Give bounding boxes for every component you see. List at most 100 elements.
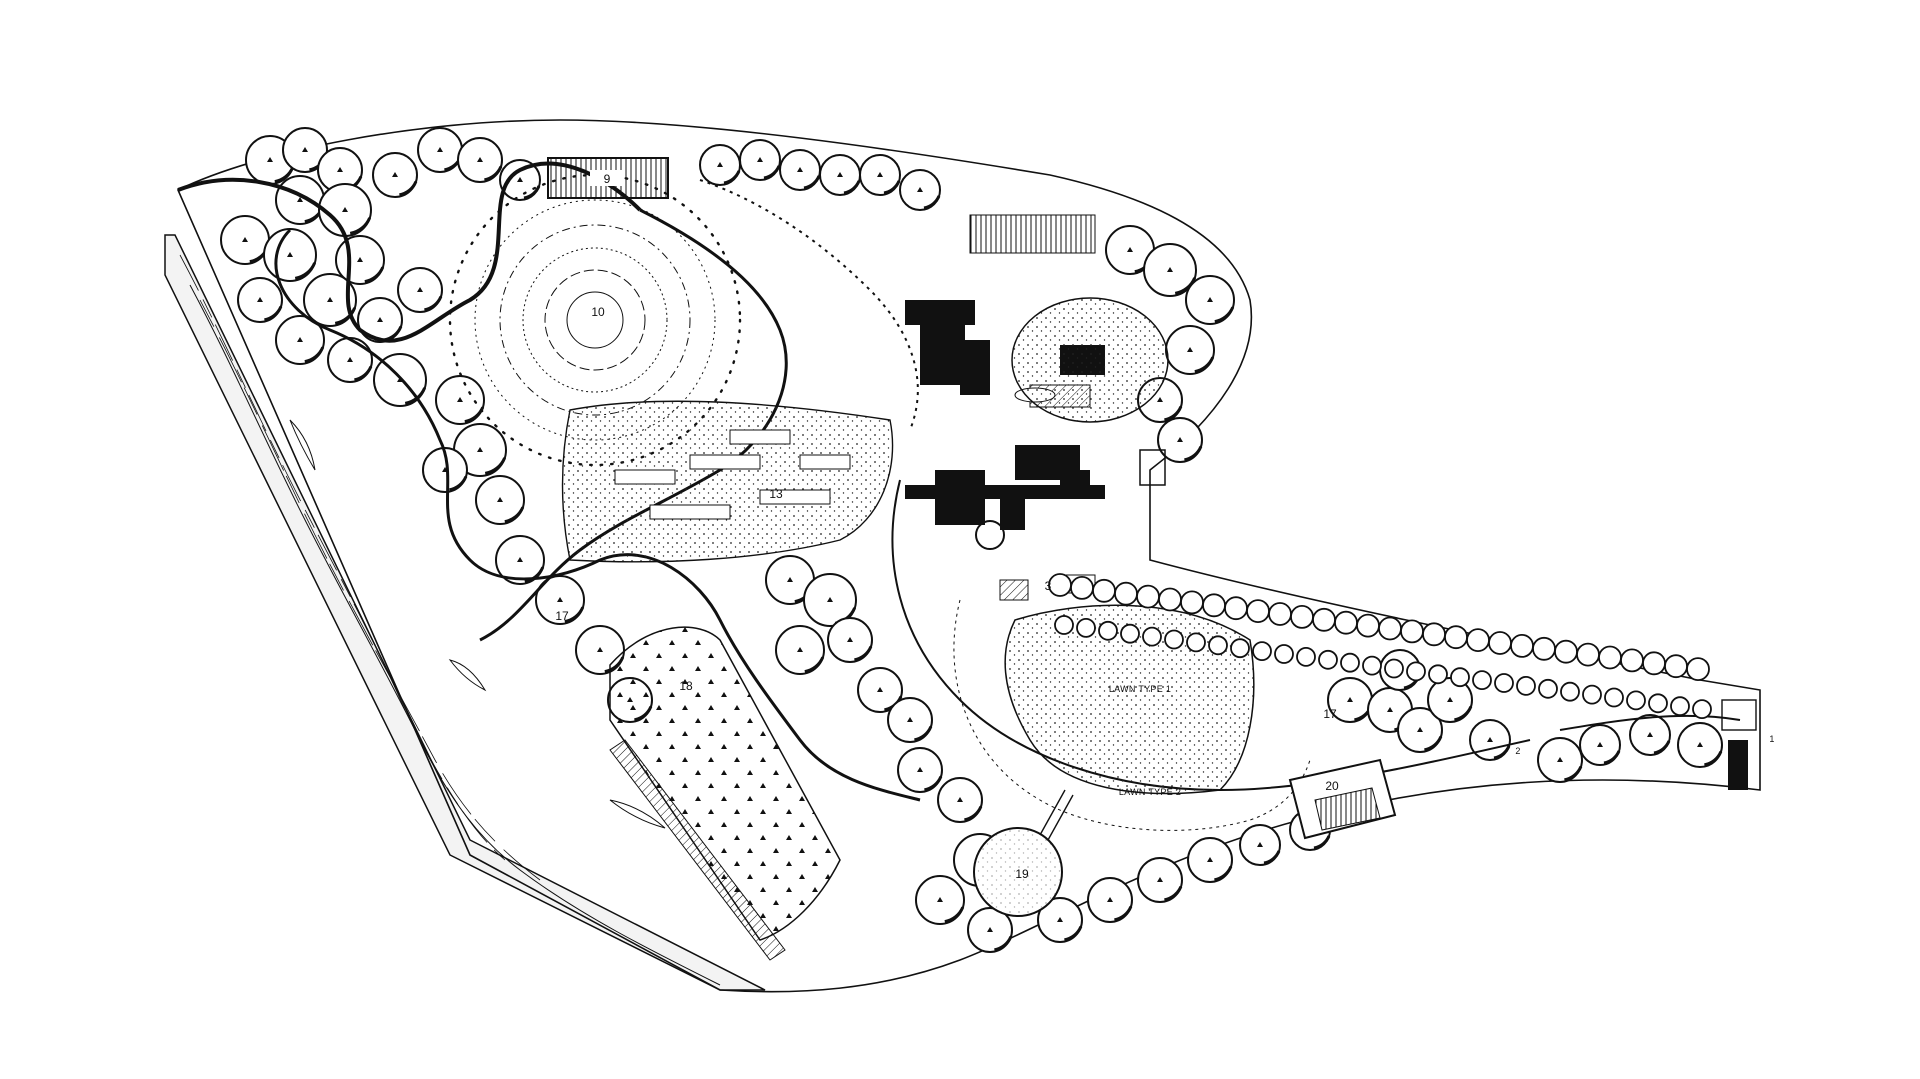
allee-tree [1428, 664, 1448, 685]
tree-canopy [1143, 243, 1197, 297]
allee-tree [1488, 631, 1512, 655]
tree-canopy [937, 777, 983, 823]
allee-tree [1098, 620, 1118, 641]
allee-tree [1422, 622, 1446, 647]
allee-tree [1444, 625, 1468, 650]
allee-tree [1230, 638, 1250, 659]
label-19: 19 [1015, 867, 1029, 881]
allee-tree [1070, 576, 1094, 600]
label-18: 18 [679, 679, 693, 693]
tree-canopy [417, 127, 463, 173]
allee-tree [1604, 687, 1624, 708]
tree-canopy [397, 267, 443, 313]
tree-canopy [819, 154, 861, 196]
plan-labels: 9 10 13 3 17 18 17 19 20 2 1 LAWN TYPE 1… [555, 172, 1774, 881]
tree-canopy [303, 273, 357, 327]
allee-tree [1296, 647, 1316, 667]
tree-canopy [827, 617, 873, 663]
tree-canopy [699, 144, 741, 186]
plaza-19 [973, 789, 1074, 917]
tree-canopy [237, 277, 283, 323]
allee-tree [1158, 587, 1182, 612]
allee-tree [1670, 696, 1690, 717]
allee-tree [1516, 676, 1536, 696]
label-13: 13 [769, 487, 783, 501]
tree-canopy [1087, 877, 1133, 923]
entrance-1 [1721, 699, 1757, 790]
label-17-west: 17 [555, 609, 569, 623]
label-10: 10 [591, 305, 605, 319]
river-promenade [609, 739, 786, 961]
allee-tree [1406, 661, 1426, 682]
label-lawn-type-1: LAWN TYPE 1 [1109, 684, 1171, 694]
tree-canopy [495, 535, 545, 585]
tree-canopies [220, 127, 1723, 953]
allee-tree [1472, 670, 1492, 690]
tree-canopy [372, 152, 418, 198]
lawn-type-1-area [953, 599, 1311, 831]
tree-canopy [1629, 714, 1671, 756]
tree-canopy [435, 375, 485, 425]
tree-canopy [779, 149, 821, 191]
allee-tree [1340, 652, 1360, 673]
tree-canopy [1037, 897, 1083, 943]
tree-canopy [275, 175, 325, 225]
tree-canopy [1157, 417, 1203, 463]
structure-9 [547, 157, 669, 199]
allee-tree [1312, 607, 1336, 632]
tree-canopy [775, 625, 825, 675]
label-1: 1 [1769, 734, 1774, 744]
parterre-garden-13 [561, 400, 894, 563]
tree-canopy [1579, 724, 1621, 766]
allee-tree [1620, 648, 1644, 673]
tree-canopy [457, 137, 503, 183]
allee-tree [1664, 654, 1688, 679]
tree-canopy [1677, 722, 1723, 768]
tree-canopy [1397, 707, 1443, 753]
allee-tree [1252, 641, 1272, 661]
allee-tree [1290, 605, 1314, 629]
allee-tree [1560, 681, 1580, 702]
allee-tree [1400, 619, 1424, 644]
allee-tree [1466, 628, 1490, 652]
tree-canopy [275, 315, 325, 365]
allee-tree [1202, 593, 1226, 618]
allee-tree [1208, 635, 1228, 656]
allee-tree [1186, 632, 1206, 653]
allee-tree [1318, 649, 1338, 670]
allee-tree [1224, 596, 1248, 621]
allee-tree [1268, 602, 1292, 626]
allee-tree [1384, 658, 1404, 679]
allee-tree-row [1048, 573, 1712, 719]
tree-canopy [1165, 325, 1215, 375]
tree-canopy [1537, 737, 1583, 783]
tree-canopy [1187, 837, 1233, 883]
allee-tree [1538, 678, 1558, 699]
allee-tree [1246, 599, 1270, 623]
allee-tree [1626, 690, 1646, 711]
label-17-east: 17 [1323, 707, 1337, 721]
allee-tree [1356, 613, 1380, 638]
tree-canopy [475, 475, 525, 525]
tree-canopy [887, 697, 933, 743]
tree-canopy [422, 447, 468, 493]
label-9: 9 [604, 172, 611, 186]
tree-canopy [1469, 719, 1511, 761]
label-3: 3 [1045, 579, 1052, 593]
tree-canopy [857, 667, 903, 713]
allee-tree [1164, 629, 1184, 650]
allee-tree [1642, 651, 1666, 676]
allee-tree [1554, 639, 1578, 664]
tree-canopy [327, 337, 373, 383]
allee-tree [1692, 699, 1712, 719]
tree-canopy [1427, 677, 1473, 723]
tree-canopy [318, 183, 372, 237]
tree-canopy [899, 169, 941, 211]
tree-canopy [859, 154, 901, 196]
tree-canopy [897, 747, 943, 793]
allee-tree [1598, 645, 1622, 670]
allee-tree [1686, 657, 1710, 681]
courtyard-lawn [1011, 297, 1169, 423]
allee-tree [1274, 644, 1294, 664]
tree-canopy [915, 875, 965, 925]
